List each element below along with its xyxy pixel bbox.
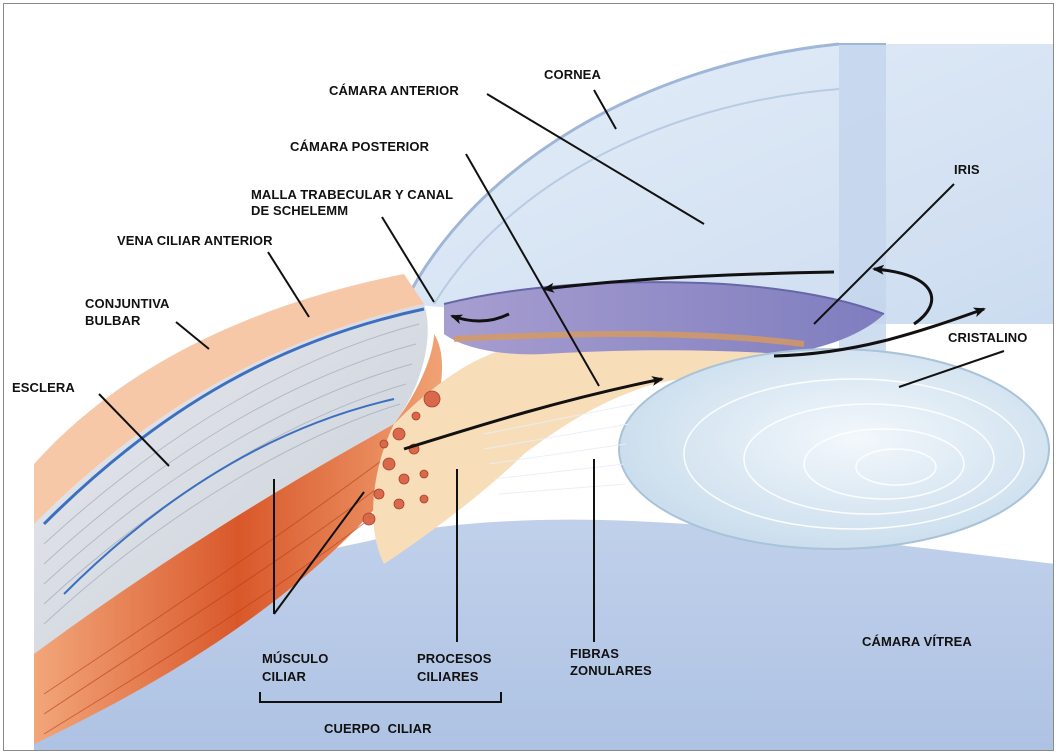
label-cristalino: CRISTALINO [948,329,1027,347]
label-camara-vitrea: CÁMARA VÍTREA [862,633,972,651]
diagram-frame: CORNEA CÁMARA ANTERIOR CÁMARA POSTERIOR … [3,3,1054,751]
label-musculo-line2: CILIAR [262,668,306,686]
label-iris: IRIS [954,161,980,179]
label-camara-posterior: CÁMARA POSTERIOR [290,138,429,156]
label-esclera: ESCLERA [12,379,75,397]
label-fibras-line1: FIBRAS [570,645,619,663]
label-cornea: CORNEA [544,66,601,84]
label-conjuntiva-line1: CONJUNTIVA [85,295,170,313]
label-musculo-line1: MÚSCULO [262,650,328,668]
label-conjuntiva-line2: BULBAR [85,312,140,330]
cornea-shape [404,44,1054,324]
label-cuerpo-ciliar: CUERPO CILIAR [324,720,432,738]
label-malla-line2: DE SCHELEMM [251,202,348,220]
label-vena-ciliar-anterior: VENA CILIAR ANTERIOR [117,232,273,250]
label-fibras-line2: ZONULARES [570,662,652,680]
label-procesos-line1: PROCESOS [417,650,491,668]
label-procesos-line2: CILIARES [417,668,478,686]
label-camara-anterior: CÁMARA ANTERIOR [329,82,459,100]
